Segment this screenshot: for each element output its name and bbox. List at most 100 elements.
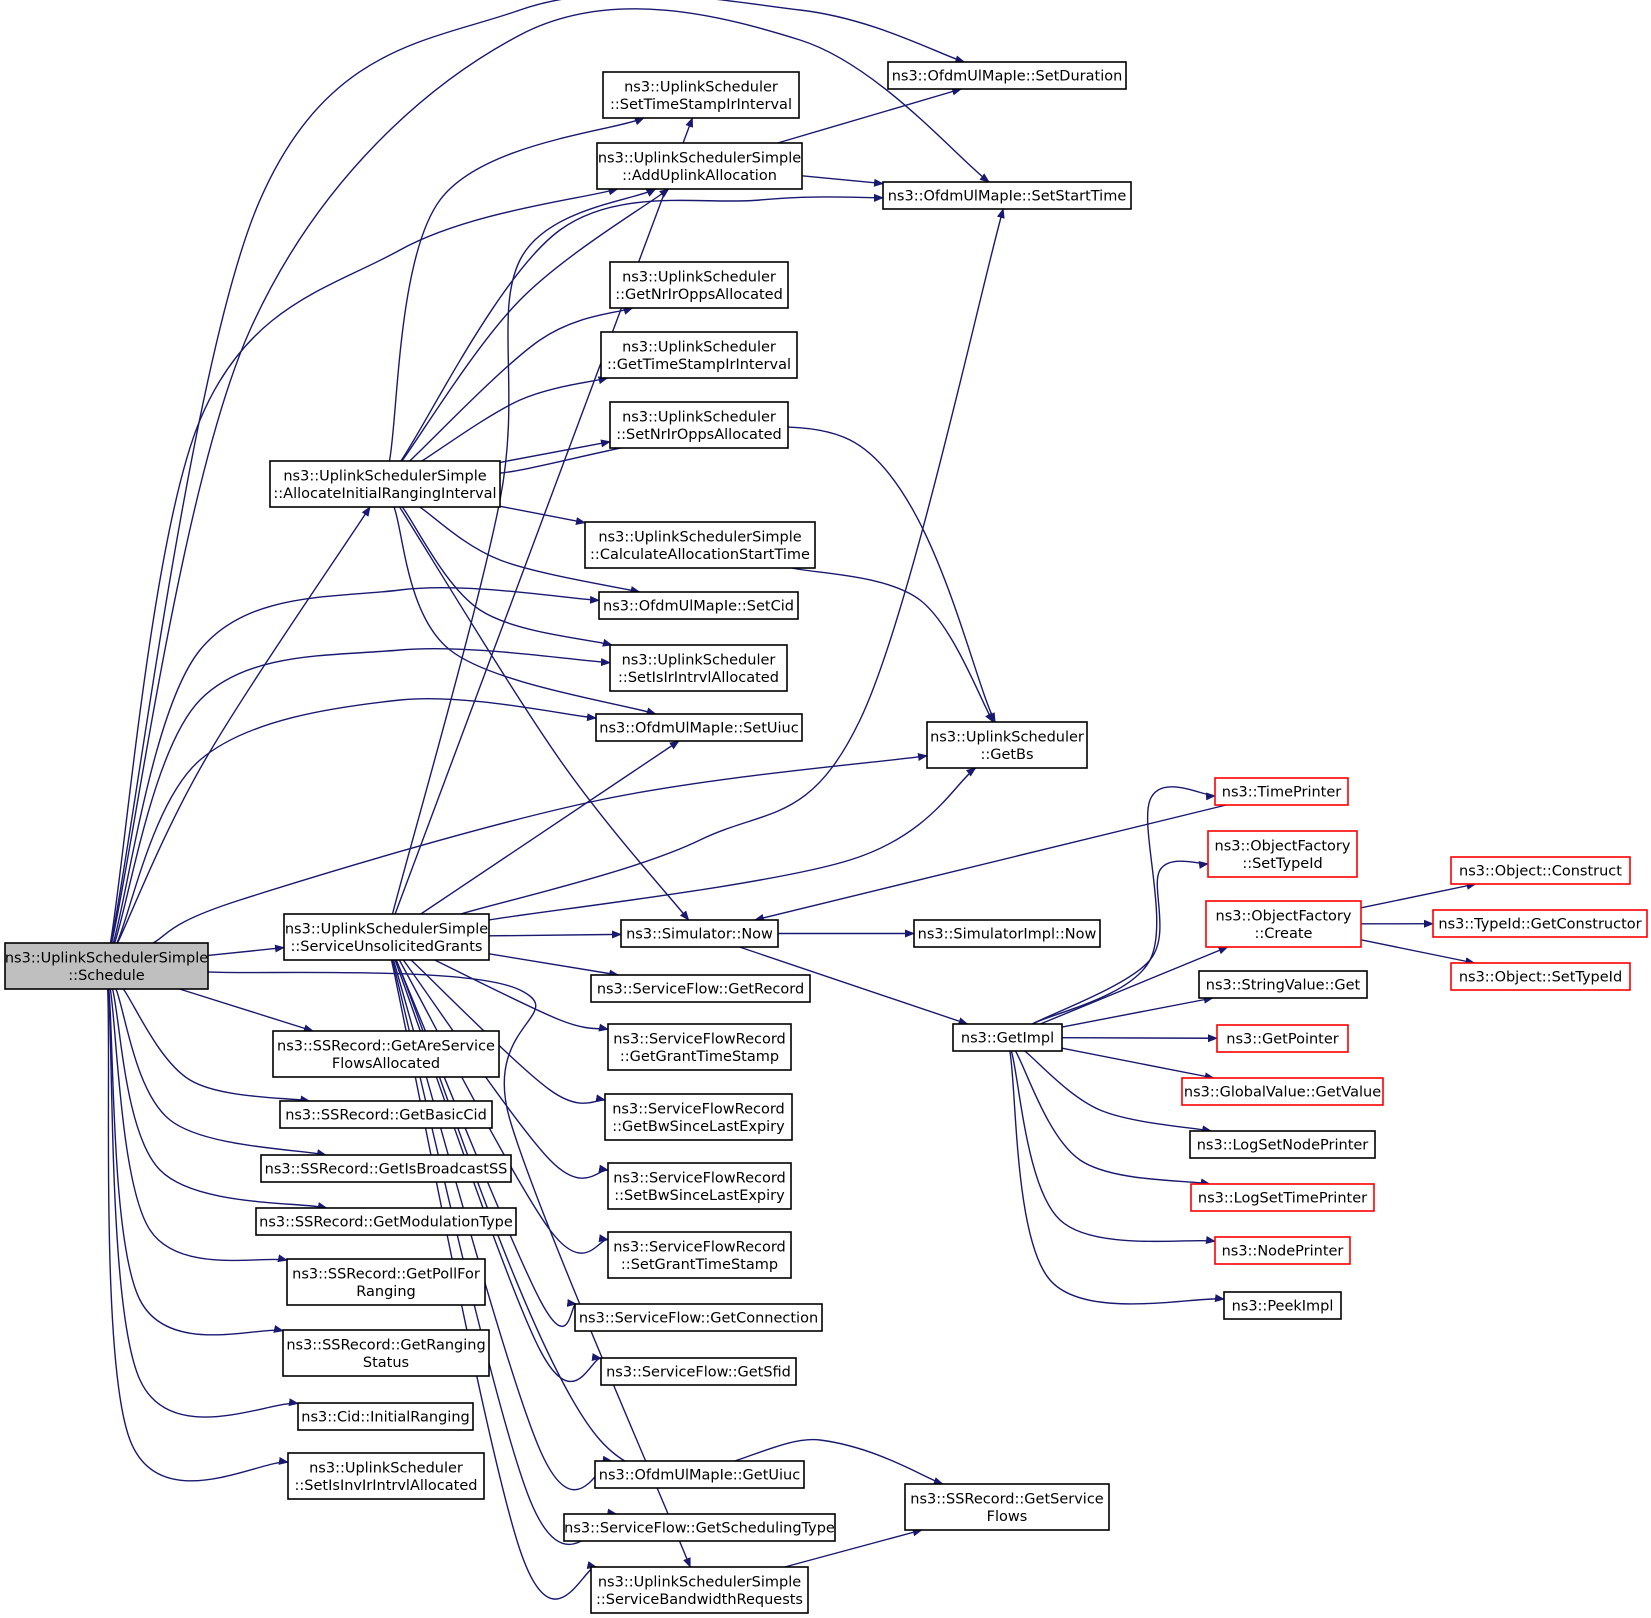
node-box [563, 1513, 836, 1542]
node-stringValueGet[interactable]: ns3::StringValue::Get [1198, 970, 1368, 999]
node-sfGetRecord[interactable]: ns3::ServiceFlow::GetRecord [590, 974, 811, 1003]
edge-schedule-to-ssGetIsBroadcast [115, 988, 327, 1157]
node-label: ns3::ServiceFlowRecord [613, 1170, 786, 1186]
node-label: ns3::SSRecord::GetAreService [277, 1038, 495, 1054]
edge-allocateInitialRanging-to-setCid [419, 506, 641, 594]
node-getBs[interactable]: ns3::UplinkScheduler::GetBs [926, 721, 1088, 769]
node-typeIdGetCtor[interactable]: ns3::TypeId::GetConstructor [1432, 909, 1648, 938]
node-nodePrinter[interactable]: ns3::NodePrinter [1214, 1236, 1351, 1265]
node-calcAllocStart[interactable]: ns3::UplinkSchedulerSimple::CalculateAll… [584, 521, 816, 569]
node-getUiuc[interactable]: ns3::OfdmUlMapIe::GetUiuc [594, 1460, 805, 1489]
node-box [1223, 1291, 1342, 1320]
edge-schedule-to-serviceBw [207, 971, 691, 1568]
node-addUplinkAllocation[interactable]: ns3::UplinkSchedulerSimple::AddUplinkAll… [596, 142, 803, 190]
node-box [913, 919, 1101, 948]
node-ofSetTypeId[interactable]: ns3::ObjectFactory::SetTypeId [1207, 830, 1358, 878]
node-label: ::ServiceUnsolicitedGrants [291, 939, 483, 955]
node-box [260, 1154, 512, 1183]
node-setIsIrIntrvl[interactable]: ns3::UplinkScheduler::SetIsIrIntrvlAlloc… [609, 644, 788, 692]
node-setIsInvIr[interactable]: ns3::UplinkScheduler::SetIsInvIrIntrvlAl… [287, 1452, 485, 1500]
node-setTimeStampIr[interactable]: ns3::UplinkScheduler::SetTimeStampIrInte… [602, 71, 800, 119]
node-simImplNow[interactable]: ns3::SimulatorImpl::Now [913, 919, 1101, 948]
node-box [574, 1303, 823, 1332]
node-peekImpl[interactable]: ns3::PeekImpl [1223, 1291, 1342, 1320]
node-label: ns3::GetImpl [961, 1031, 1054, 1047]
node-label: ns3::ServiceFlowRecord [612, 1101, 785, 1117]
node-sfrSetGrantTs[interactable]: ns3::ServiceFlowRecord::SetGrantTimeStam… [607, 1231, 792, 1279]
node-setDuration[interactable]: ns3::OfdmUlMapIe::SetDuration [887, 61, 1127, 90]
node-label: ::GetGrantTimeStamp [620, 1049, 779, 1065]
node-box [609, 401, 789, 449]
node-label: ::SetNrIrOppsAllocated [616, 427, 782, 443]
edge-addUplinkAllocation-to-setStartTime [801, 175, 884, 187]
node-logSetTime[interactable]: ns3::LogSetTimePrinter [1190, 1183, 1375, 1212]
node-sfrSetBwSince[interactable]: ns3::ServiceFlowRecord::SetBwSinceLastEx… [607, 1162, 792, 1210]
edge-serviceUnsolicited-to-addUplinkAllocation [391, 188, 657, 915]
node-box [255, 1207, 517, 1236]
node-label: ::Schedule [68, 968, 144, 984]
node-simulatorNow[interactable]: ns3::Simulator::Now [620, 919, 779, 948]
node-box [590, 974, 811, 1003]
node-sfGetSfid[interactable]: ns3::ServiceFlow::GetSfid [600, 1357, 797, 1386]
node-logSetNode[interactable]: ns3::LogSetNodePrinter [1189, 1130, 1376, 1159]
node-sfGetSchedType[interactable]: ns3::ServiceFlow::GetSchedulingType [563, 1513, 836, 1542]
node-sfrGetGrantTs[interactable]: ns3::ServiceFlowRecord::GetGrantTimeStam… [607, 1023, 792, 1071]
node-label: ns3::UplinkScheduler [309, 1460, 463, 1476]
node-serviceBw[interactable]: ns3::UplinkSchedulerSimple::ServiceBandw… [590, 1566, 809, 1614]
node-timePrinter[interactable]: ns3::TimePrinter [1214, 777, 1349, 806]
edge-getImpl-to-ofSetTypeId [1031, 860, 1209, 1025]
node-schedule[interactable]: ns3::UplinkSchedulerSimple::Schedule [4, 942, 209, 990]
node-box [598, 591, 799, 620]
node-box [1181, 1077, 1384, 1106]
node-label: ns3::OfdmUlMapIe::SetStartTime [888, 189, 1127, 205]
node-cidInitRanging[interactable]: ns3::Cid::InitialRanging [297, 1402, 474, 1431]
node-getTimeStampIr[interactable]: ns3::UplinkScheduler::GetTimeStampIrInte… [600, 331, 798, 379]
node-label: ::Create [1255, 926, 1313, 942]
edge-getImpl-to-stringValueGet [1061, 995, 1214, 1028]
node-label: FlowsAllocated [332, 1056, 440, 1072]
node-setUiuc[interactable]: ns3::OfdmUlMapIe::SetUiuc [595, 713, 803, 742]
edge-allocateInitialRanging-to-addUplinkAllocation [401, 188, 670, 462]
node-allocateInitialRanging[interactable]: ns3::UplinkSchedulerSimple::AllocateInit… [269, 460, 501, 508]
node-getImpl[interactable]: ns3::GetImpl [952, 1023, 1063, 1052]
node-label: ns3::UplinkScheduler [930, 729, 1084, 745]
edge-schedule-to-setDuration [110, 0, 966, 944]
node-box [887, 61, 1127, 90]
edges [106, 0, 1477, 1600]
node-ssGetModulation[interactable]: ns3::SSRecord::GetModulationType [255, 1207, 517, 1236]
node-serviceUnsolicited[interactable]: ns3::UplinkSchedulerSimple::ServiceUnsol… [283, 913, 490, 961]
edge-schedule-to-getBs [152, 753, 928, 944]
node-getPointer[interactable]: ns3::GetPointer [1216, 1024, 1349, 1053]
edge-getImpl-to-nodePrinter [1010, 1050, 1216, 1244]
node-label: ns3::ServiceFlow::GetSfid [606, 1365, 791, 1381]
node-objSetTypeId[interactable]: ns3::Object::SetTypeId [1450, 962, 1631, 991]
edge-allocateInitialRanging-to-setUiuc [393, 506, 657, 716]
edge-getImpl-to-timePrinter [1031, 786, 1216, 1025]
node-setNrIrOpps[interactable]: ns3::UplinkScheduler::SetNrIrOppsAllocat… [609, 401, 789, 449]
node-sfGetConnection[interactable]: ns3::ServiceFlow::GetConnection [574, 1303, 823, 1332]
node-label: ns3::Simulator::Now [626, 927, 773, 943]
edge-allocateInitialRanging-to-setTimeStampIr [388, 117, 645, 462]
node-box [1190, 1183, 1375, 1212]
node-box [297, 1402, 474, 1431]
node-box [952, 1023, 1063, 1052]
node-ssGetAreSF[interactable]: ns3::SSRecord::GetAreServiceFlowsAllocat… [272, 1030, 500, 1078]
node-ssGetIsBroadcast[interactable]: ns3::SSRecord::GetIsBroadcastSS [260, 1154, 512, 1183]
node-ofCreate[interactable]: ns3::ObjectFactory::Create [1205, 900, 1362, 948]
node-ssGetBasicCid[interactable]: ns3::SSRecord::GetBasicCid [279, 1100, 493, 1129]
node-objConstruct[interactable]: ns3::Object::Construct [1450, 856, 1631, 885]
node-sfrGetBwSince[interactable]: ns3::ServiceFlowRecord::GetBwSinceLastEx… [604, 1093, 793, 1141]
node-setCid[interactable]: ns3::OfdmUlMapIe::SetCid [598, 591, 799, 620]
node-gvGetValue[interactable]: ns3::GlobalValue::GetValue [1181, 1077, 1384, 1106]
node-box [590, 1566, 809, 1614]
node-label: ns3::ServiceFlow::GetConnection [579, 1311, 818, 1327]
node-getNrIrOpps[interactable]: ns3::UplinkScheduler::GetNrIrOppsAllocat… [609, 261, 789, 309]
edge-serviceUnsolicited-to-sfrSetGrantTs [398, 959, 609, 1254]
edge-schedule-to-setUiuc [116, 697, 597, 944]
node-setStartTime[interactable]: ns3::OfdmUlMapIe::SetStartTime [882, 181, 1132, 210]
edge-serviceUnsolicited-to-setTimeStampIr [394, 117, 694, 915]
node-box [584, 521, 816, 569]
